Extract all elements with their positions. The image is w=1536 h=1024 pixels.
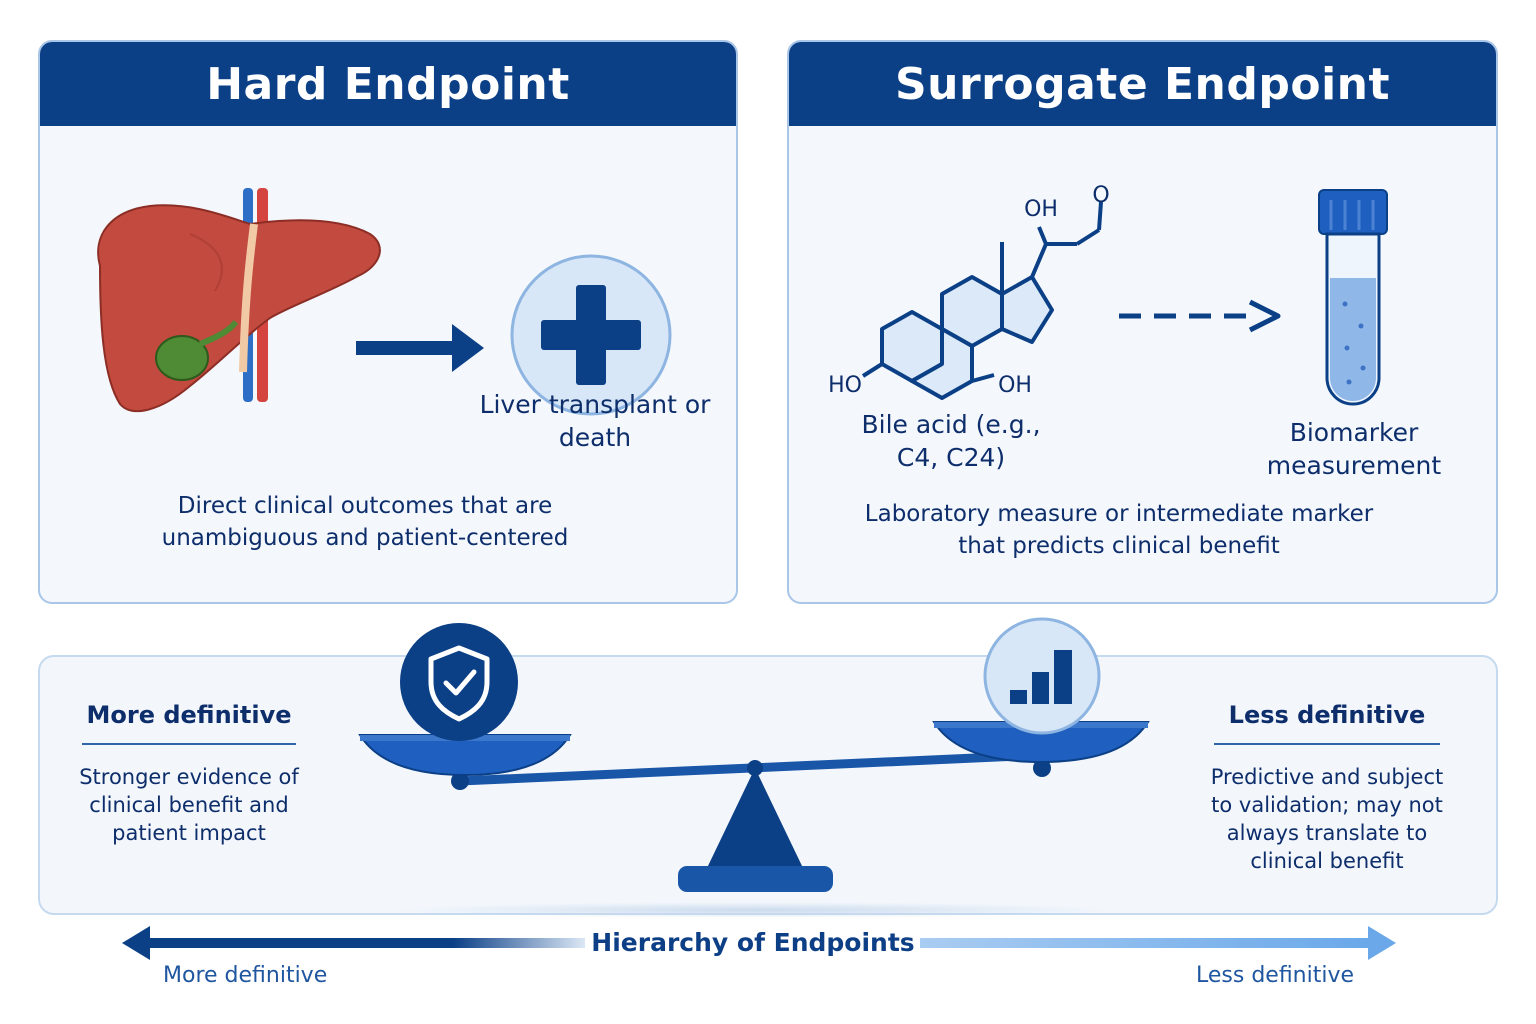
- molecule-oh-top: OH: [1024, 197, 1058, 222]
- molecule-ho-left: HO: [828, 373, 862, 398]
- hard-endpoint-panel: Hard Endpoint Liver transplant or death …: [38, 40, 738, 604]
- more-definitive-text: Stronger evidence of clinical benefit an…: [79, 765, 299, 845]
- bile-acid-molecule-icon: [861, 201, 1103, 400]
- shield-check-icon: [400, 623, 518, 741]
- surrogate-endpoint-title: Surrogate Endpoint: [789, 42, 1496, 126]
- bar-chart-icon: [983, 617, 1101, 735]
- hierarchy-right-arrow: [920, 926, 1396, 960]
- biomarker-label: Biomarker measurement: [1266, 418, 1442, 480]
- molecule-oh-right: OH: [998, 373, 1032, 398]
- dashed-arrow-icon: [1119, 299, 1281, 333]
- hard-endpoint-description: Direct clinical outcomes that are unambi…: [161, 493, 569, 551]
- molecule-o-top: O: [1092, 183, 1109, 208]
- arrow-icon: [356, 324, 484, 372]
- hierarchy-left-arrow: [122, 926, 585, 960]
- liver-icon: [97, 188, 381, 413]
- outcome-label: Liver transplant or death: [479, 390, 711, 452]
- left-pan: [358, 734, 572, 777]
- right-pan: [932, 721, 1150, 764]
- medical-cross-icon: [510, 254, 672, 416]
- less-definitive-title: Less definitive: [1228, 701, 1426, 729]
- left-divider: [82, 743, 296, 745]
- hierarchy-title: Hierarchy of Endpoints: [591, 928, 915, 957]
- right-divider: [1214, 743, 1440, 745]
- molecule-label: Bile acid (e.g., C4, C24): [861, 410, 1041, 472]
- test-tube-icon: [1318, 189, 1388, 406]
- surrogate-endpoint-illustration: OH O HO OH: [828, 183, 1388, 406]
- less-definitive-text: Predictive and subject to validation; ma…: [1210, 765, 1444, 873]
- scale-fulcrum: [707, 768, 803, 868]
- surrogate-endpoint-description: Laboratory measure or intermediate marke…: [864, 501, 1374, 559]
- scale-base: [678, 866, 833, 892]
- hard-endpoint-illustration: [97, 188, 672, 416]
- axis-right-label: Less definitive: [1196, 963, 1355, 988]
- hard-endpoint-title: Hard Endpoint: [40, 42, 736, 126]
- more-definitive-title: More definitive: [86, 701, 292, 729]
- axis-left-label: More definitive: [163, 963, 328, 988]
- surrogate-endpoint-panel: Surrogate Endpoint OH O HO OH: [787, 40, 1498, 604]
